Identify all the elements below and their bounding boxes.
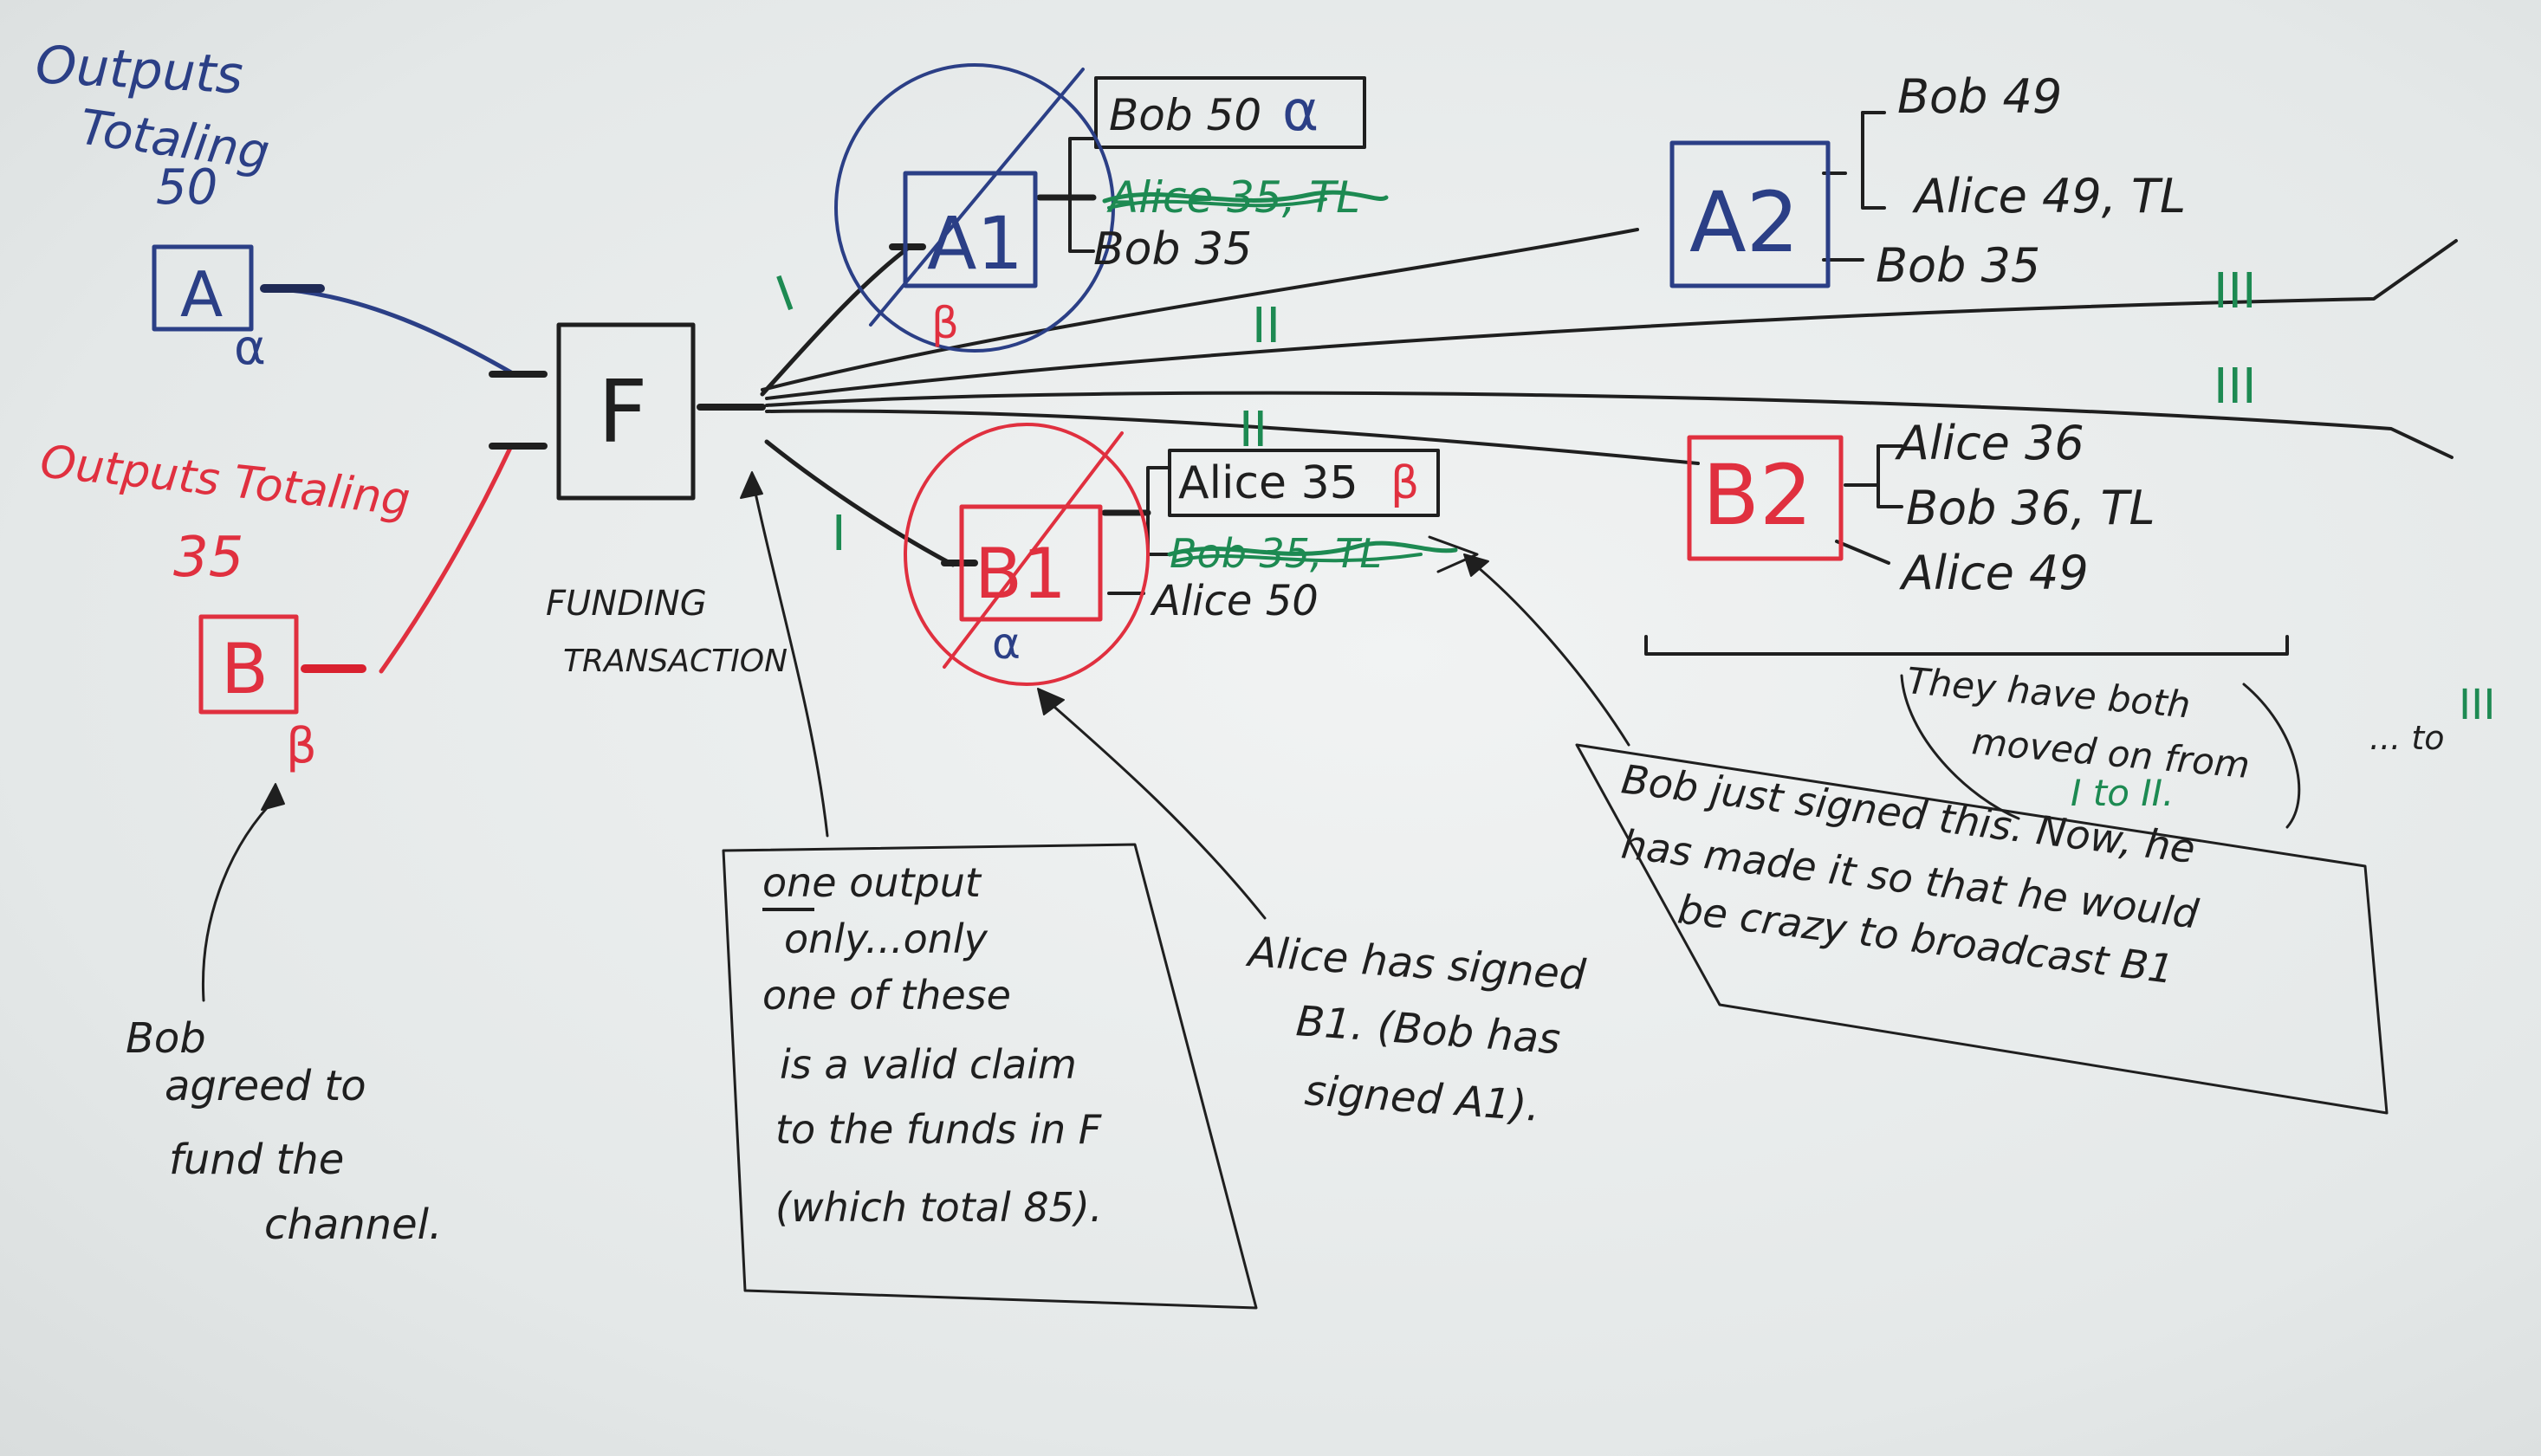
roman-three-lower: III [2214, 359, 2257, 415]
arrow-alice-signed [1047, 700, 1267, 920]
b2-output-1: Alice 36 [1895, 416, 2084, 470]
note-one-output-4: is a valid claim [780, 1041, 1077, 1088]
a2-b2-bracket [1644, 635, 2289, 656]
note-one-output-1: one output [762, 859, 982, 906]
box-f [556, 322, 696, 501]
a2-output-3: Bob 35 [1876, 238, 2040, 293]
b1-revoke-circle [904, 423, 1150, 686]
note-alice-signed-2: B1. (Bob has [1294, 997, 1562, 1064]
line-f-to-a1 [760, 244, 912, 397]
note-one-output-3: one of these [762, 972, 1011, 1019]
roman-one-lower: I [832, 506, 846, 562]
box-a-label: A [180, 258, 223, 331]
box-b2 [1687, 435, 1844, 561]
to-three-numeral: III [2459, 681, 2495, 729]
b2-output-3: Alice 49 [1899, 546, 2089, 600]
b1-output-alice35: Alice 35 [1178, 457, 1358, 509]
bob-funds-sig: β [286, 718, 317, 774]
note-alice-signed-1: Alice has signed [1244, 928, 1588, 1000]
line-f-to-a2 [761, 228, 1639, 392]
line-f-to-b1 [764, 439, 956, 567]
box-bob50 [1094, 76, 1366, 149]
box-b1-label: B1 [975, 534, 1066, 614]
line-a-to-f [266, 286, 514, 375]
a1-revoke-cross [869, 68, 1085, 327]
a1-output-bob35: Bob 35 [1093, 223, 1252, 275]
arrow-moved-on-right [2242, 683, 2301, 829]
alice-funds-label-1: Outputs [34, 35, 244, 106]
funding-caption-2: TRANSACTION [563, 644, 788, 679]
box-a1 [903, 171, 1038, 288]
b1-sig: α [992, 618, 1021, 669]
note-bob-just-signed-frame [1575, 743, 2389, 1115]
line-f-to-iii-lower [765, 391, 2453, 459]
box-a2 [1669, 140, 1831, 288]
note-moved-on-3: I to II. [2071, 772, 2174, 814]
line-b-to-f [379, 443, 514, 674]
roman-two-upper: II [1252, 298, 1280, 354]
note-one-output-5: to the funds in F [775, 1106, 1102, 1153]
a2-output-1: Bob 49 [1897, 69, 2062, 124]
to-three-prefix: ... to [2369, 719, 2444, 757]
box-b-label: B [221, 629, 269, 709]
box-a1-label: A1 [927, 201, 1023, 286]
alice-funds-sig: α [234, 320, 266, 376]
arrow-one-output [752, 483, 829, 838]
note-alice-signed-3: signed A1). [1303, 1066, 1541, 1131]
a1-output-bob50: Bob 50 [1109, 90, 1261, 140]
roman-three-upper: III [2214, 263, 2257, 320]
note-bob-agreed-4: channel. [264, 1200, 442, 1249]
arrow-bob-agreed [201, 795, 279, 1002]
bob-funds-label-2: 35 [173, 526, 243, 590]
note-bob-agreed-2: agreed to [165, 1062, 366, 1110]
funding-caption-1: FUNDING [546, 584, 707, 624]
line-f-to-b2 [765, 409, 1700, 465]
line-f-to-iii-upper [765, 239, 2458, 400]
note-one-output-frame [722, 843, 1258, 1310]
roman-one-upper: I [769, 265, 802, 323]
b1-revoke-cross [943, 431, 1124, 669]
b1-output-bob-revoked: Bob 35, TL [1170, 530, 1382, 577]
b2-output-2: Bob 36, TL [1906, 481, 2155, 535]
roman-two-lower: II [1239, 402, 1267, 458]
note-moved-on-1: They have both [1905, 659, 2192, 726]
alice-funds-label-3: 50 [156, 159, 217, 216]
box-b1 [959, 504, 1103, 622]
note-bob-agreed-3: fund the [169, 1136, 344, 1184]
b1-output-alice35-sig: β [1390, 457, 1419, 509]
a2-output-2: Alice 49, TL [1912, 169, 2186, 223]
b1-output-alice50: Alice 50 [1150, 577, 1319, 625]
bob-funds-label-1: Outputs Totaling [38, 436, 412, 526]
arrow-bob-just-signed [1471, 561, 1630, 747]
box-a [152, 244, 254, 332]
a1-sig: β [931, 298, 959, 348]
a1-output-alice-revoked: Alice 35, TL [1106, 172, 1360, 223]
box-f-label: F [598, 361, 648, 463]
a1-output-bob50-sig: α [1282, 80, 1319, 144]
box-b [198, 614, 299, 715]
note-bob-agreed-1: Bob [126, 1014, 206, 1063]
note-one-output-6: (which total 85). [775, 1184, 1102, 1231]
box-b2-label: B2 [1702, 447, 1812, 544]
box-alice35 [1168, 449, 1440, 517]
note-one-output-2: only...only [784, 916, 989, 962]
box-a2-label: A2 [1689, 174, 1799, 271]
